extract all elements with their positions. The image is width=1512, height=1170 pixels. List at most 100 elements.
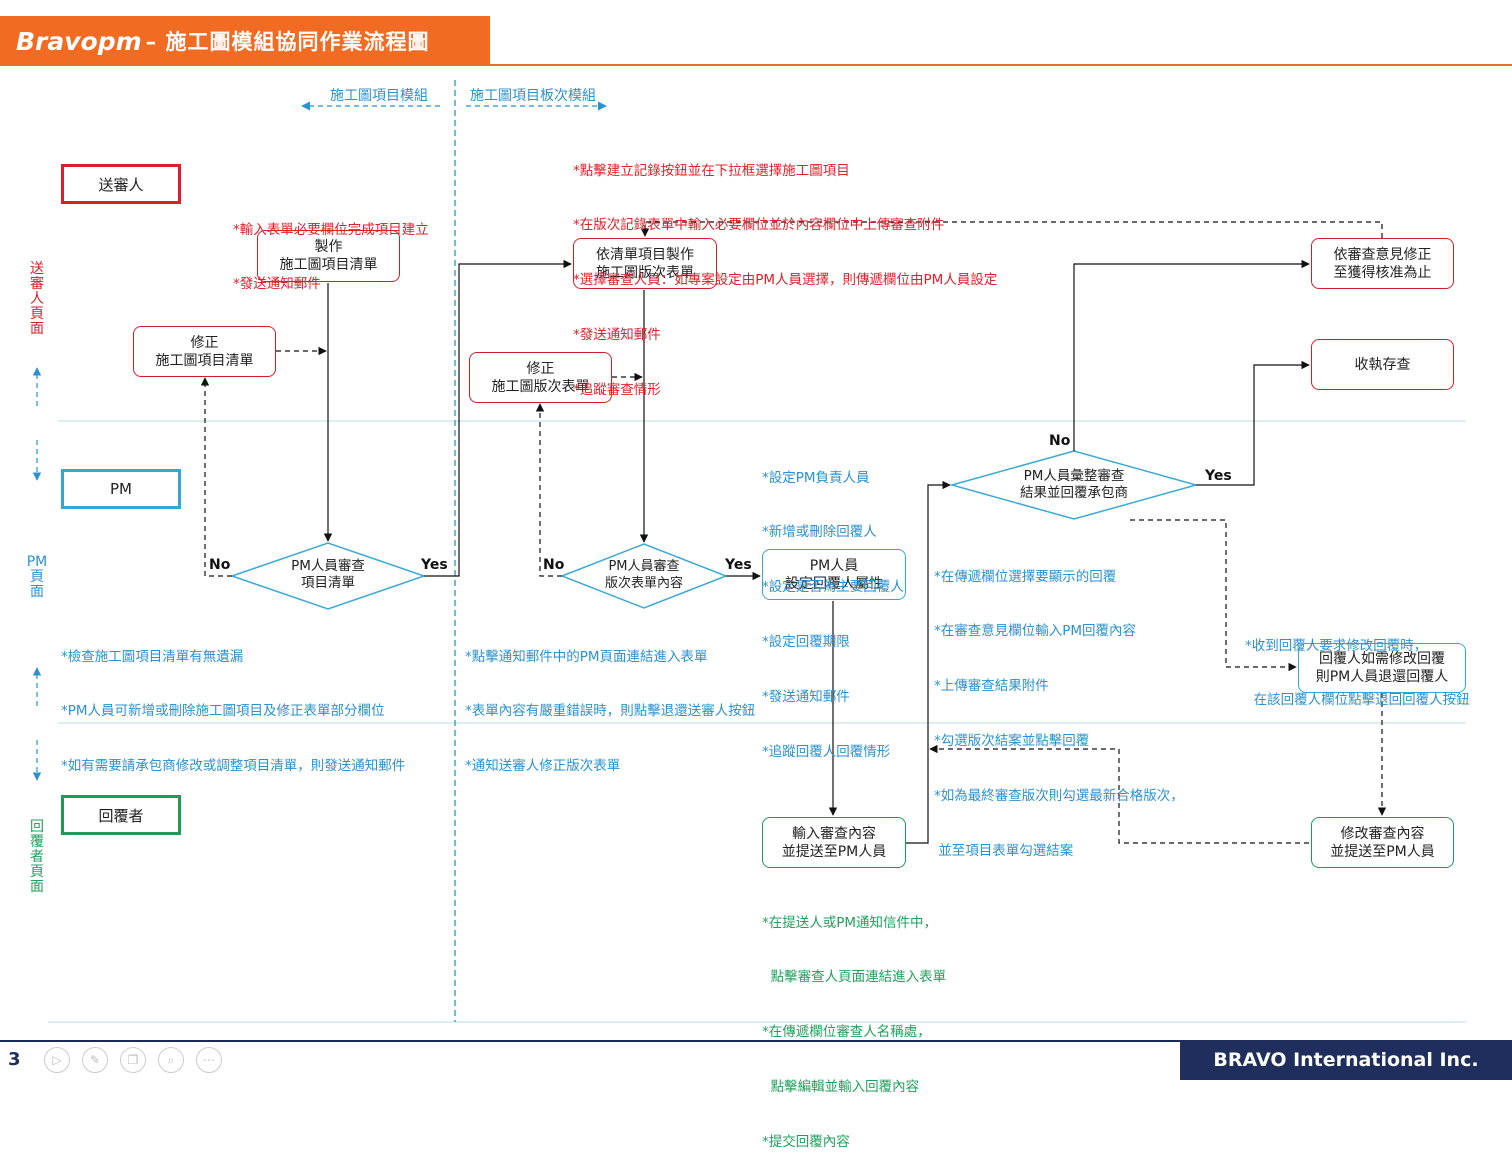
note-line: *在審查意見欄位輸入PM回覆內容 [934, 623, 1137, 640]
note-line: *勾選版次結案並點擊回覆 [934, 733, 1090, 750]
decision-text: 結果並回覆承包商 [1020, 485, 1128, 501]
role-pm: PM [61, 469, 181, 509]
play-icon[interactable]: ▷ [44, 1047, 70, 1073]
box-text: 則PM人員退還回覆人 [1315, 669, 1449, 685]
note-line: *追蹤審查情形 [573, 382, 661, 399]
box-text: 並提送至PM人員 [1330, 843, 1435, 860]
box-input-review: 輸入審查內容 並提送至PM人員 [762, 817, 906, 868]
role-submitter: 送審人 [61, 164, 181, 204]
box-modify-review: 修改審查內容 並提送至PM人員 [1311, 817, 1454, 868]
note-responder: *在提送人或PM通知信件中， 點擊審查人頁面連結進入表單 *在傳遞欄位審查人名稱… [762, 877, 946, 1170]
zoom-icon[interactable]: ⌕ [158, 1047, 184, 1073]
note-line: *發送通知郵件 [762, 689, 850, 706]
box-text: 施工圖項目清單 [279, 257, 378, 273]
copy-icon[interactable]: ❐ [120, 1047, 146, 1073]
note-line: *發送通知郵件 [233, 276, 321, 293]
note-line: *在傳遞欄位審查人名稱處， [762, 1024, 931, 1041]
branch-yes-list: Yes [421, 557, 448, 573]
box-make-revision: 依清單項目製作 施工圖版次表單 [573, 238, 717, 289]
note-line: *檢查施工圖項目清單有無遺漏 [61, 648, 244, 665]
note-submit-list: *輸入表單必要欄位完成項目建立 *發送通知郵件 [233, 184, 429, 312]
box-text: 製作 [314, 239, 343, 255]
box-set-attributes: PM人員 設定回覆人屬性 [762, 549, 906, 600]
decision-text: 項目清單 [301, 575, 355, 591]
branch-yes-revision: Yes [725, 557, 752, 573]
note-line: *如有需要請承包商修改或調整項目清單，則發送通知郵件 [61, 758, 406, 775]
box-text: 修改審查內容 [1340, 825, 1425, 842]
note-line: 並至項目表單勾選結案 [934, 843, 1074, 860]
branch-no-consolidate: No [1049, 433, 1071, 449]
note-line: *PM人員可新增或刪除施工圖項目及修正表單部分欄位 [61, 703, 385, 720]
box-text: 修正 [190, 334, 219, 351]
box-text: 收執存查 [1354, 356, 1411, 373]
note-line: 點擊編輯並輸入回覆內容 [762, 1079, 920, 1096]
note-pm-return: *收到回覆人要求修改回覆時， 在該回覆人欄位點擊退回回覆人按鈕 [1245, 600, 1470, 728]
note-line: *追蹤回覆人回覆情形 [762, 744, 891, 761]
page-number: 3 [8, 1049, 21, 1070]
box-text: 輸入審查內容 [792, 825, 876, 842]
branch-no-revision: No [543, 557, 565, 573]
note-line: *設定PM負責人員 [762, 469, 870, 486]
box-text: 依審查意見修正 [1333, 246, 1432, 263]
box-text: PM人員 [809, 557, 859, 574]
note-line: *發送通知郵件 [573, 327, 661, 344]
branch-no-list: No [209, 557, 231, 573]
note-line: *通知送審人修正版次表單 [465, 758, 621, 775]
note-pm-list: *檢查施工圖項目清單有無遺漏 *PM人員可新增或刪除施工圖項目及修正表單部分欄位… [61, 611, 405, 794]
more-icon[interactable]: ⋯ [196, 1047, 222, 1073]
pen-icon[interactable]: ✎ [82, 1047, 108, 1073]
box-archive: 收執存查 [1311, 339, 1454, 390]
note-pm-revision: *點擊通知郵件中的PM頁面連結進入表單 *表單內容有嚴重錯誤時，則點擊退還送審人… [465, 611, 755, 794]
lane-label-pm: PM頁面 [26, 554, 48, 600]
note-line: *設定是否為主要回覆人 [762, 579, 904, 596]
footer-bar [0, 1040, 1180, 1080]
lane-label-submitter: 送審人頁面 [30, 261, 44, 337]
note-line: *上傳審查結果附件 [934, 678, 1049, 695]
role-responder: 回覆者 [61, 795, 181, 835]
box-text: 依清單項目製作 [596, 246, 694, 263]
decision-text: PM人員彙整審查 [1023, 468, 1125, 484]
box-fix-list: 修正 施工圖項目清單 [133, 326, 276, 377]
brand-name: Bravopm [16, 26, 142, 56]
page-title: Bravopm – 施工圖模組協同作業流程圖 [0, 16, 490, 66]
note-line: *點擊建立記錄按鈕並在下拉框選擇施工圖項目 [573, 162, 850, 179]
flow-lines [32, 80, 1466, 1023]
box-text: 至獲得核准為止 [1333, 264, 1432, 281]
decision-review-revision: PM人員審查 版次表單內容 [569, 558, 719, 592]
box-text: 回覆人如需修改回覆 [1319, 651, 1445, 667]
company-name: BRAVO International Inc. [1180, 1040, 1512, 1080]
note-pm-consolidate: *在傳遞欄位選擇要顯示的回覆 *在審查意見欄位輸入PM回覆內容 *上傳審查結果附… [934, 531, 1184, 879]
box-text: 修正 [526, 360, 555, 377]
note-line: *在傳遞欄位選擇要顯示的回覆 [934, 568, 1117, 585]
note-line: *點擊通知郵件中的PM頁面連結進入表單 [465, 648, 708, 665]
box-text: 並提送至PM人員 [781, 843, 887, 860]
note-line: *如為最終審查版次則勾選最新合格版次， [934, 788, 1184, 805]
module-left-label: 施工圖項目模組 [330, 88, 428, 104]
box-fix-revision: 修正 施工圖版次表單 [469, 352, 612, 403]
lane-label-responder: 回覆者頁面 [30, 819, 44, 895]
decision-text: PM人員審查 [291, 558, 365, 574]
note-line: *輸入表單必要欄位完成項目建立 [233, 221, 429, 238]
decision-text: PM人員審查 [608, 559, 680, 574]
box-text: 設定回覆人屬性 [785, 575, 883, 592]
box-text: 施工圖項目清單 [155, 352, 254, 369]
note-line: *設定回覆期限 [762, 634, 850, 651]
note-line: 點擊審查人頁面連結進入表單 [762, 969, 947, 986]
note-line: *收到回覆人要求修改回覆時， [1245, 637, 1428, 654]
box-text: 施工圖版次表單 [491, 378, 590, 395]
note-line: 在該回覆人欄位點擊退回回覆人按鈕 [1245, 692, 1470, 709]
title-rule [490, 64, 1512, 66]
note-line: *選擇審查人員：如專案設定由PM人員選擇，則傳遞欄位由PM人員設定 [573, 272, 998, 289]
branch-yes-consolidate: Yes [1205, 468, 1232, 484]
decision-text: 版次表單內容 [604, 576, 683, 591]
note-line: *在版次記錄表單中輸入必要欄位並於內容欄位中上傳審查附件 [573, 217, 945, 234]
note-pm-attributes: *設定PM負責人員 *新增或刪除回覆人 *設定是否為主要回覆人 *設定回覆期限 … [762, 432, 904, 780]
box-fix-until-approved: 依審查意見修正 至獲得核准為止 [1311, 238, 1454, 289]
box-return-responder: 回覆人如需修改回覆 則PM人員退還回覆人 [1298, 643, 1466, 693]
note-line: *在提送人或PM通知信件中， [762, 914, 938, 931]
module-right-label: 施工圖項目板次模組 [470, 88, 596, 104]
note-line: *表單內容有嚴重錯誤時，則點擊退還送審人按鈕 [465, 703, 756, 720]
note-line: *新增或刪除回覆人 [762, 524, 877, 541]
decision-consolidate: PM人員彙整審查 結果並回覆承包商 [999, 468, 1149, 502]
decision-review-list: PM人員審查 項目清單 [253, 558, 403, 592]
